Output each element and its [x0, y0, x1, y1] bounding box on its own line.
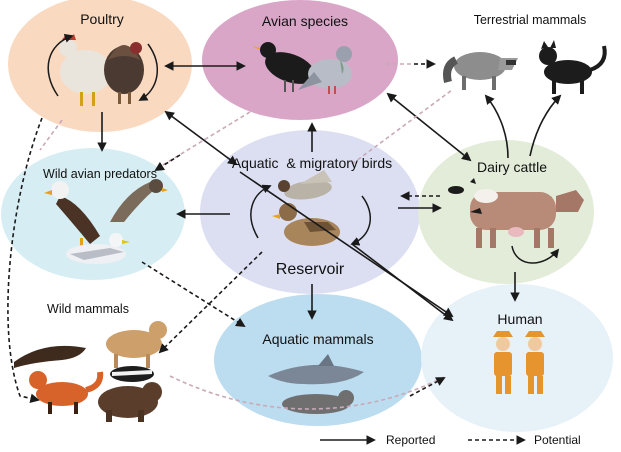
legend-potential-label: Potential: [534, 433, 581, 447]
arrow-poultry-human: [239, 171, 454, 318]
eagle-icon: [44, 181, 100, 248]
dairy-cycle-arrow: [511, 245, 560, 264]
wild-avian-predators-node: [1, 148, 185, 280]
dolphin-icon: [268, 354, 364, 385]
arrow-wildavian-aquatic: [141, 261, 246, 328]
lynx-icon: [106, 321, 167, 368]
turkey-icon: [104, 42, 144, 104]
farmer-icon: [493, 331, 513, 394]
falcon-icon: [110, 179, 168, 222]
arrow-avian-wildavian-tip: [154, 154, 181, 172]
arrow-poultry-wildmammals: [7, 117, 43, 404]
avian-species-label: Avian species: [262, 13, 348, 29]
skunk-icon: [110, 366, 154, 382]
reservoir-label: Reservoir: [276, 261, 345, 278]
poultry-label: Poultry: [80, 11, 124, 27]
terrestrial-mammals-label: Terrestrial mammals: [474, 13, 587, 27]
poultry-cycle-arrow: [47, 34, 74, 97]
dairy-cat-icon: [448, 178, 482, 214]
fox-icon: [29, 371, 104, 414]
farmer-icon: [525, 331, 545, 394]
arrow-wildmammals-human: [169, 375, 447, 410]
gull-icon: [66, 233, 130, 264]
arrow-avian-wildavian: [157, 111, 251, 169]
aquatic-mammals-node: [214, 294, 422, 426]
pigeon-icon: [298, 46, 352, 94]
cat-icon: [539, 40, 607, 94]
arrow-reservoir-wildmammals: [158, 251, 263, 354]
wild-mammals-label: Wild mammals: [47, 302, 129, 316]
arrow-poultry-wildmammals-light: [39, 119, 63, 151]
arrow-dairy-cat: [529, 94, 562, 157]
bear-icon: [98, 382, 162, 422]
pintail-duck-icon: [278, 170, 332, 200]
reservoir-cycle-arrow-2: [350, 195, 371, 246]
human-label: Human: [497, 311, 542, 327]
legend-reported-label: Reported: [386, 433, 435, 447]
aquatic-migratory-birds-label: Aquatic & migratory birds: [232, 155, 392, 171]
human-node: [421, 284, 613, 432]
mink-icon: [14, 345, 86, 368]
cow-icon: [470, 189, 584, 248]
dairy-cattle-label: Dairy cattle: [477, 159, 547, 175]
aquatic-mammals-label: Aquatic mammals: [262, 331, 373, 347]
arrow-poultry-reservoir: [164, 110, 238, 166]
poultry-cycle-arrow-2: [138, 43, 158, 101]
raccoon-icon: [443, 52, 518, 90]
blackbird-icon: [252, 42, 315, 92]
arrow-avian-dairy: [386, 92, 472, 162]
wild-avian-predators-label: Wild avian predators: [43, 167, 157, 181]
arrow-dairy-raccoon: [484, 94, 509, 159]
legend: Reported Potential: [320, 433, 581, 447]
